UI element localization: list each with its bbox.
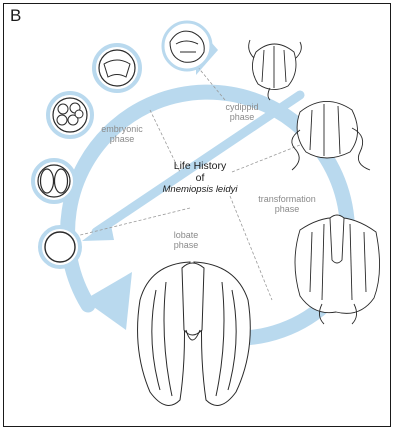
stage-label-cydippid: cydippid phase bbox=[212, 102, 272, 122]
stage-label-line: phase bbox=[92, 134, 152, 144]
stage-label-line: phase bbox=[156, 240, 216, 250]
embryo-two-cell bbox=[33, 160, 75, 202]
diagram-title-species: Mnemiopsis leidyi bbox=[150, 184, 250, 196]
cycle-arrowhead bbox=[84, 272, 132, 330]
embryo-multi-cell bbox=[48, 93, 92, 137]
lobate-adult bbox=[138, 262, 251, 405]
diagram-title-line1: Life History bbox=[150, 160, 250, 172]
stage-label-line: phase bbox=[212, 112, 272, 122]
hatching-larva bbox=[163, 22, 211, 70]
stage-label-embryonic: embryonic phase bbox=[92, 124, 152, 144]
transformation-animal bbox=[295, 215, 380, 324]
zygote-single-cell bbox=[40, 227, 80, 267]
cydippid-larva-small bbox=[249, 40, 302, 100]
stage-label-line: transformation bbox=[244, 194, 330, 204]
stage-label-lobate: lobate phase bbox=[156, 230, 216, 250]
stage-label-transformation: transformation phase bbox=[244, 194, 330, 214]
embryo-gastrula bbox=[94, 45, 140, 91]
stage-label-line: embryonic bbox=[92, 124, 152, 134]
diagram-title-line2: of bbox=[150, 172, 250, 184]
stage-label-line: lobate bbox=[156, 230, 216, 240]
stage-label-line: cydippid bbox=[212, 102, 272, 112]
stage-label-line: phase bbox=[244, 204, 330, 214]
